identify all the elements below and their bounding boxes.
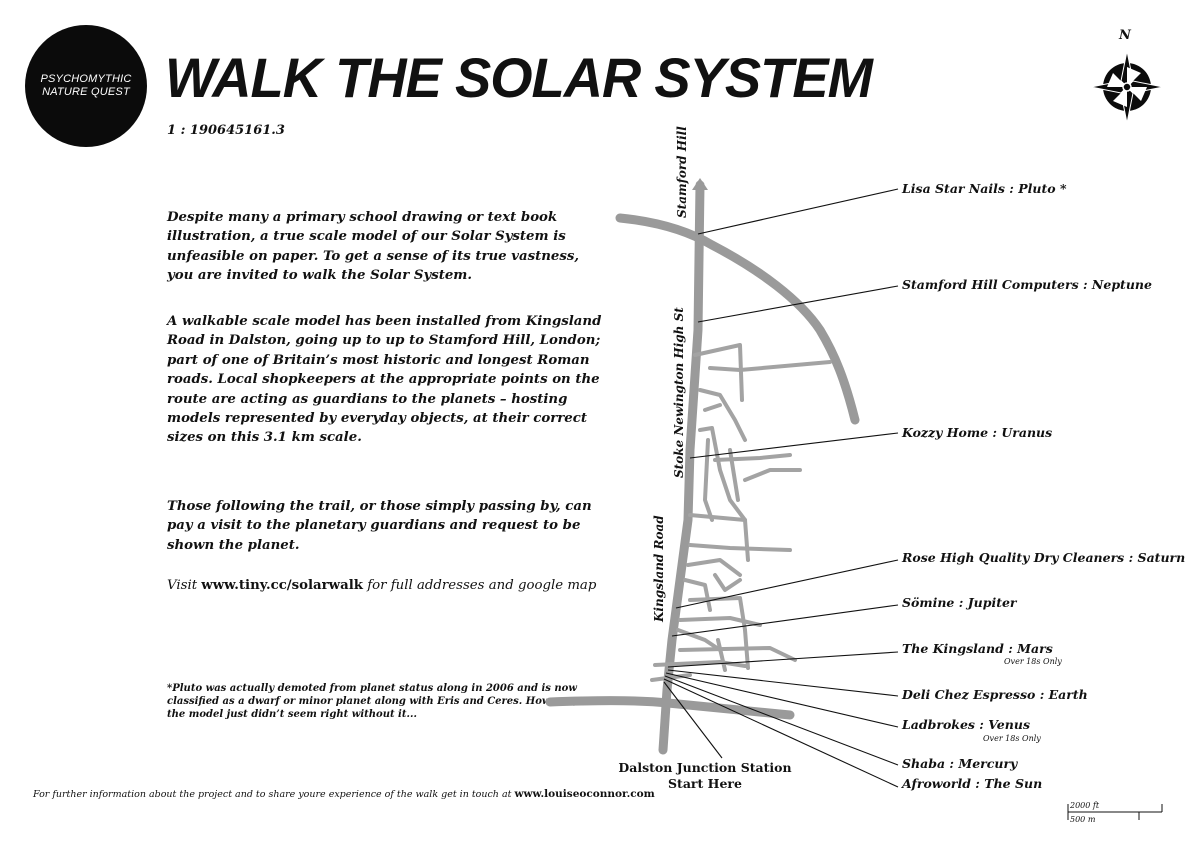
stop-label-uranus: Kozzy Home : Uranus <box>902 425 1053 440</box>
compass-rose-icon <box>1090 50 1164 124</box>
logo-line-1: PSYCHOMYTHIC <box>40 73 132 85</box>
stop-label-neptune: Stamford Hill Computers : Neptune <box>902 277 1152 292</box>
visit-url-link[interactable]: www.tiny.cc/solarwalk <box>201 578 364 593</box>
scale-bar-feet: 2000 ft <box>1070 801 1100 810</box>
stamford-hill-road <box>615 213 860 425</box>
station-name: Dalston Junction Station <box>618 760 792 775</box>
intro-paragraph: Despite many a primary school drawing or… <box>167 210 579 284</box>
lower-crossroad <box>545 696 795 720</box>
pluto-footnote: *Pluto was actually demoted from planet … <box>167 683 578 720</box>
visit-prefix: Visit <box>167 578 202 593</box>
scale-ratio: 1 : 190645161.3 <box>167 123 285 138</box>
logo-badge: PSYCHOMYTHIC NATURE QUEST <box>25 25 147 147</box>
model-paragraph: A walkable scale model has been installe… <box>167 314 602 446</box>
leader-lines <box>663 188 899 788</box>
minor-roads <box>650 343 832 682</box>
stop-label-saturn: Rose High Quality Dry Cleaners : Saturn <box>902 550 1186 565</box>
station-start-here: Start Here <box>668 776 742 791</box>
stop-label-mercury: Shaba : Mercury <box>902 756 1018 771</box>
footer-text: For further information about the projec… <box>33 789 515 800</box>
stop-label-mars: The Kingsland : Mars <box>902 641 1053 656</box>
stop-label-pluto: Lisa Star Nails : Pluto * <box>902 181 1067 196</box>
age-note-mars: Over 18s Only <box>1004 657 1062 666</box>
road-arrow <box>692 178 708 190</box>
page-title: WALK THE SOLAR SYSTEM <box>165 46 873 109</box>
visit-paragraph: Those following the trail, or those simp… <box>167 499 592 553</box>
age-note-venus: Over 18s Only <box>983 734 1041 743</box>
stop-label-jupiter: Sömine : Jupiter <box>902 595 1017 610</box>
footer-url-link[interactable]: www.louiseoconnor.com <box>514 788 655 800</box>
road-label-kingsland: Kingsland Road <box>652 515 666 623</box>
scale-bar-meters: 500 m <box>1070 815 1096 824</box>
footer-line: For further information about the projec… <box>33 788 655 800</box>
north-indicator: N <box>1119 28 1131 43</box>
stop-label-sun: Afroworld : The Sun <box>902 776 1043 791</box>
visit-suffix: for full addresses and google map <box>363 578 597 593</box>
station-label: Dalston Junction Station Start Here <box>610 760 800 792</box>
scale-bar <box>1067 804 1163 820</box>
road-label-stoke-newington: Stoke Newington High St <box>672 307 686 478</box>
stop-label-venus: Ladbrokes : Venus <box>902 717 1030 732</box>
main-road <box>658 180 705 755</box>
visit-line: Visit www.tiny.cc/solarwalk for full add… <box>167 578 596 593</box>
logo-line-2: NATURE QUEST <box>42 86 130 98</box>
road-label-stamford-hill: Stamford Hill <box>675 126 689 218</box>
stop-label-earth: Deli Chez Espresso : Earth <box>902 687 1088 702</box>
